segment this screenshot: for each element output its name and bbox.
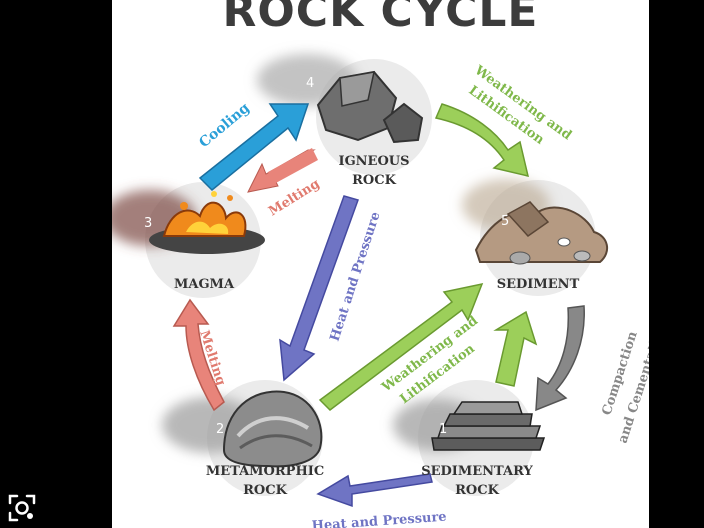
igneous-rock-illustration — [316, 70, 424, 144]
magma-label: MAGMA — [154, 275, 254, 294]
metamorphic-label-line2: ROCK — [243, 483, 287, 498]
scan-lens-icon[interactable] — [6, 492, 38, 524]
igneous-rock-label: IGNEOUS ROCK — [324, 152, 424, 190]
igneous-label-line1: IGNEOUS — [338, 154, 410, 169]
heat-pressure-bottom-label: Heat and Pressure — [311, 510, 447, 528]
melting-left-arrow — [172, 298, 225, 412]
sedimentary-label-line1: SEDIMENTARY — [421, 464, 533, 479]
metamorphic-rock-label: METAMORPHIC ROCK — [200, 462, 330, 500]
melting-top-arrow — [247, 148, 318, 193]
sediment-label-line1: SEDIMENT — [496, 277, 580, 292]
sediment-illustration — [474, 201, 609, 265]
marker-magma: 3 — [144, 216, 153, 231]
marker-metamorphic: 2 — [216, 422, 225, 437]
weathering-top-arrow — [434, 103, 530, 178]
sedimentary-rock-illustration — [431, 401, 546, 451]
diagram-canvas: ROCK CYCLE — [112, 0, 649, 528]
marker-igneous: 4 — [306, 76, 315, 91]
compaction-arrow — [535, 305, 585, 412]
sedimentary-label-line2: ROCK — [455, 483, 499, 498]
magma-label-line1: MAGMA — [173, 277, 235, 292]
weathering-center-arrow — [318, 282, 484, 411]
rock-cycle-diagram: Cooling Melting Weathering and Lithifica… — [112, 54, 649, 528]
magma-illustration — [149, 191, 265, 254]
marker-sediment: 5 — [501, 214, 510, 229]
marker-sedimentary: 1 — [439, 422, 448, 437]
igneous-label-line2: ROCK — [352, 173, 396, 188]
diagram-title: ROCK CYCLE — [222, 0, 539, 37]
heat-pressure-center-arrow — [279, 195, 359, 382]
sedimentary-rock-label: SEDIMENTARY ROCK — [414, 462, 540, 500]
sedimentary-to-sediment-arrow — [493, 310, 538, 387]
sediment-label: SEDIMENT — [488, 275, 588, 294]
metamorphic-label-line1: METAMORPHIC — [205, 464, 325, 479]
cooling-arrow — [198, 103, 310, 192]
metamorphic-rock-illustration — [222, 390, 323, 468]
heat-pressure-bottom-arrow — [316, 473, 433, 508]
